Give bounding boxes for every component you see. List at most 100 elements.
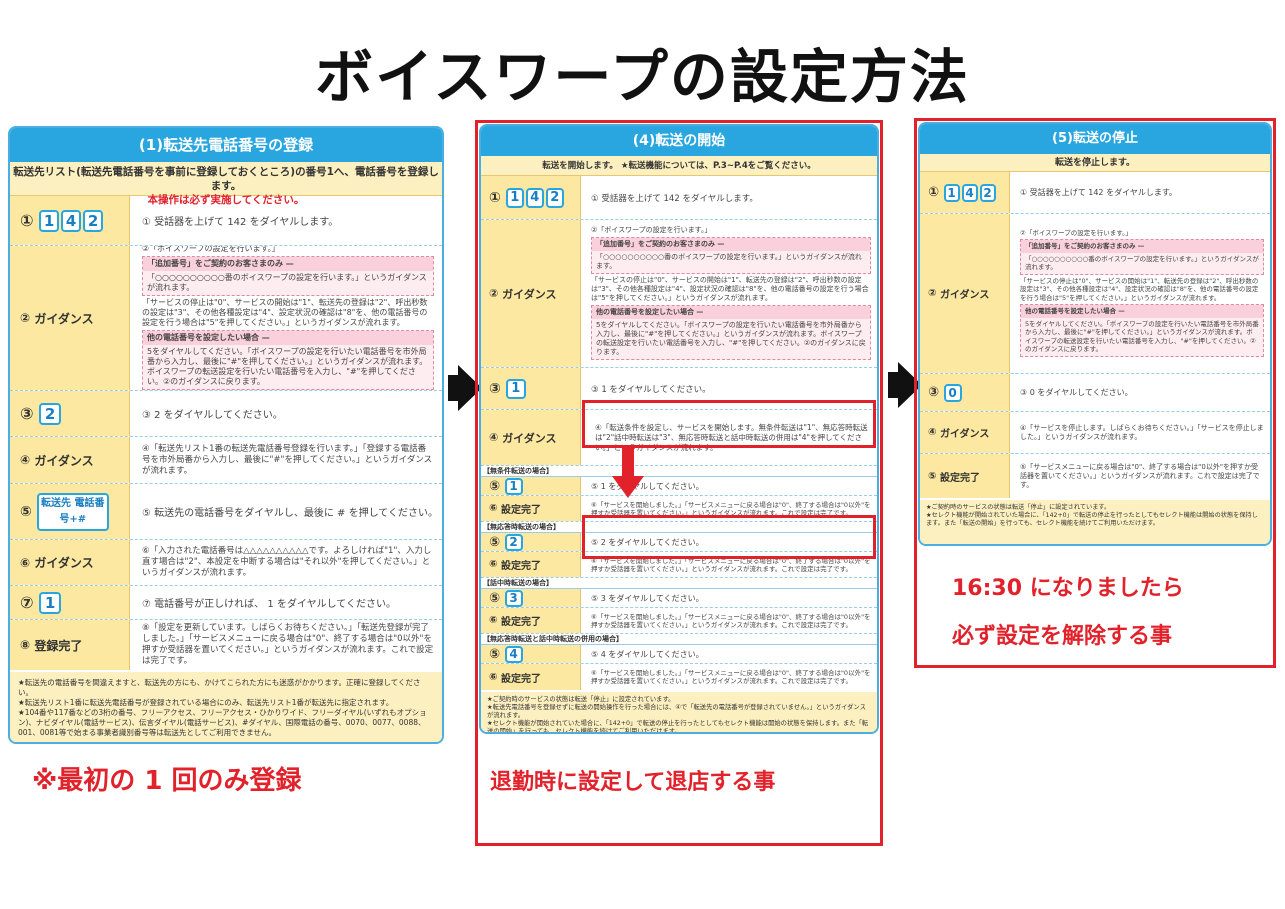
- step-row: ⑧ 登録完了 ⑧「設定を更新しています。しばらくお待ちください。」「転送先登録が…: [10, 620, 442, 670]
- panel-stop-notes: ★ご契約時のサービスの状態は転送「停止」に設定されています。 ★セレクト機能が開…: [920, 500, 1270, 544]
- guidance-text: ②「ボイスワープの設定を行います。」: [1020, 228, 1132, 237]
- guidance-text: ②「ボイスワープの設定を行います。」: [142, 246, 280, 253]
- step-desc: ① 受話器を上げて 142 をダイヤルします。: [591, 193, 758, 204]
- key-1: 1: [505, 187, 524, 208]
- step-number: ④: [928, 427, 937, 438]
- panel-register: (1)転送先電話番号の登録 転送先リスト(転送先電話番号を事前に登録しておくとこ…: [8, 126, 444, 744]
- additional-number-text: 「○○○○○○○○○○番のボイスワープの設定を行います。」というガイダンスが流れ…: [147, 273, 427, 292]
- step-label: 設定完了: [500, 673, 541, 685]
- panel-stop-header: (5)転送の停止: [920, 124, 1270, 154]
- other-number-head: 他の電話番号を設定したい場合 —: [1021, 305, 1263, 318]
- panel-start: (4)転送の開始 転送を開始します。 ★転送機能については、P.3~P.4をご覧…: [479, 124, 879, 734]
- panel-stop-red-frame: [914, 118, 1276, 668]
- panel-register-sub-warning: 本操作は必ず実施してください。: [147, 194, 305, 206]
- note-text: ★104番や117番などの3桁の番号、フリーアクセス、フリーアクセス・ひかりワイ…: [18, 708, 427, 737]
- step-desc: ⑦ 電話番号が正しければ、 1 をダイヤルしてください。: [142, 599, 396, 610]
- step-desc: ④「転送先リスト1番の転送先電話番号登録を行います。」「登録する電話番号を市外局…: [142, 443, 433, 476]
- step-row: ② ガイダンス ②「ボイスワープの設定を行います。」 「追加番号」をご契約のお客…: [481, 220, 877, 368]
- step-number: ⑤: [928, 470, 937, 482]
- note-text: ★転送先の電話番号を間違えますと、転送先の方にも、かけてこられた方にも迷惑がかか…: [18, 678, 421, 697]
- other-number-text: 5をダイヤルしてください。「ボイスワープの設定を行いたい電話番号を市外局番から入…: [147, 347, 428, 386]
- step-number: ⑤: [20, 503, 32, 520]
- panel-start-subheader: 転送を開始します。 ★転送機能については、P.3~P.4をご覧ください。: [481, 156, 877, 176]
- step-row: ⑤ 設定完了 ⑤「サービスメニューに戻る場合は"0"、終了する場合は"0以外"を…: [920, 454, 1270, 498]
- guidance-text: 「サービスの停止は"0"、サービスの開始は"1"、転送先の登録は"2"、呼出秒数…: [142, 298, 428, 327]
- step-label: 設定完了: [500, 561, 541, 572]
- additional-number-head: 「追加番号」をご契約のお客さまのみ —: [1021, 240, 1263, 253]
- step-row: ② ガイダンス ②「ボイスワープの設定を行います。」 「追加番号」をご契約のお客…: [920, 214, 1270, 374]
- step-number: ④: [489, 431, 499, 444]
- step-label: ガイダンス: [939, 290, 990, 301]
- step-desc: ⑥「入力された電話番号は△△△△△△△△△△です。よろしければ"1"、入力し直す…: [142, 546, 432, 578]
- guidance-text: 「サービスの停止は"0"、サービスの開始は"1"、転送先の登録は"2"、呼出秒数…: [591, 275, 869, 302]
- additional-number-box: 「追加番号」をご契約のお客さまのみ — 「○○○○○○○○○○番のボイスワープの…: [1020, 239, 1264, 275]
- highlight-step4-frame: [582, 400, 876, 448]
- step-label: ガイダンス: [502, 431, 557, 445]
- key-2: 2: [979, 183, 996, 202]
- step-desc: ⑥「サービスを開始しました。」「サービスメニューに戻る場合は"0"、終了する場合…: [591, 669, 871, 685]
- additional-number-box: 「追加番号」をご契約のお客さまのみ — 「○○○○○○○○○○番のボイスワープの…: [142, 256, 434, 296]
- step-number: ⑦: [20, 593, 34, 612]
- key-2: 2: [504, 533, 523, 551]
- note-text: ★セレクト機能が開始されていた場合に、「142+0」で転送の停止を行ったとしても…: [926, 512, 1258, 527]
- section-heading: 【無応答時転送と話中時転送の併用の場合】: [481, 634, 877, 645]
- note-text: ★転送先リスト1番に転送先電話番号が登録されている場合にのみ、転送先リスト1番が…: [18, 698, 394, 707]
- other-number-text: 5をダイヤルしてください。「ボイスワープの設定を行いたい電話番号を市外局番から入…: [1025, 319, 1259, 354]
- step-row: ⑥ 設定完了 ⑥「サービスを開始しました。」「サービスメニューに戻る場合は"0"…: [481, 664, 877, 690]
- step-label: 設定完了: [939, 472, 980, 484]
- step-row: ③ 0 ③ 0 をダイヤルしてください。: [920, 374, 1270, 412]
- step-desc: ⑥「サービスを開始しました。」「サービスメニューに戻る場合は"0"、終了する場合…: [591, 612, 871, 629]
- step-desc: ① 受話器を上げて 142 をダイヤルします。: [1020, 188, 1178, 197]
- step-desc: ⑤ 転送先の電話番号をダイヤルし、最後に # を押してください。: [142, 508, 438, 519]
- key-4: 4: [61, 209, 82, 232]
- step-row: ⑥ 設定完了 ⑥「サービスを開始しました。」「サービスメニューに戻る場合は"0"…: [481, 608, 877, 634]
- other-number-head: 他の電話番号を設定したい場合 —: [143, 331, 433, 345]
- note-text: ★転送先電話番号を登録せずに転送の開始操作を行った場合には、④で「転送先の電話番…: [487, 704, 866, 719]
- key-2: 2: [39, 402, 62, 425]
- on-leave-label: 退勤時に設定して退店する事: [490, 770, 776, 795]
- step-number: ③: [489, 380, 501, 397]
- guidance-text: ②「ボイスワープの設定を行います。」: [591, 225, 712, 234]
- step-number: ⑥: [20, 555, 31, 570]
- key-1: 1: [505, 378, 526, 399]
- key-2: 2: [545, 187, 564, 208]
- other-number-box: 他の電話番号を設定したい場合 — 5をダイヤルしてください。「ボイスワープの設定…: [591, 304, 871, 360]
- first-time-only-label: ※最初の 1 回のみ登録: [32, 766, 302, 796]
- step-desc: ⑧「設定を更新しています。しばらくお待ちください。」「転送先登録が完了しました。…: [142, 623, 434, 666]
- step-number: ⑧: [20, 638, 31, 652]
- release-label-line2: 必ず設定を解除する事: [952, 624, 1173, 649]
- step-number: ①: [20, 211, 34, 230]
- step-row: ④ ガイダンス ④「転送先リスト1番の転送先電話番号登録を行います。」「登録する…: [10, 437, 442, 484]
- step-row: ⑤ 転送先 電話番号+# ⑤ 転送先の電話番号をダイヤルし、最後に # を押して…: [10, 484, 442, 540]
- forwarding-number-key: 転送先 電話番号+#: [36, 492, 109, 531]
- additional-number-text: 「○○○○○○○○○○番のボイスワープの設定を行います。」というガイダンスが流れ…: [596, 252, 862, 270]
- step-desc: ④「サービスを停止します。しばらくお待ちください。」「サービスを停止しました。」…: [1020, 423, 1264, 441]
- key-4: 4: [961, 183, 978, 202]
- step-label: ガイダンス: [34, 556, 94, 570]
- step-row: ⑤ 3 ⑤ 3 をダイヤルしてください。: [481, 589, 877, 608]
- step-label: 設定完了: [500, 617, 541, 628]
- step-row: ③ 2 ③ 2 をダイヤルしてください。: [10, 391, 442, 437]
- step-row: ⑤ 4 ⑤ 4 をダイヤルしてください。: [481, 645, 877, 664]
- step-desc: ③ 2 をダイヤルしてください。: [142, 410, 283, 421]
- panel-register-notes: ★転送先の電話番号を間違えますと、転送先の方にも、かけてこられた方にも迷惑がかか…: [10, 672, 442, 742]
- step-number: ④: [20, 453, 31, 467]
- step-row: ⑥ 設定完了 ⑥「サービスを開始しました。」「サービスメニューに戻る場合は"0"…: [481, 496, 877, 522]
- key-1: 1: [504, 477, 523, 495]
- panel-register-sub-text: 転送先リスト(転送先電話番号を事前に登録しておくところ)の番号1へ、電話番号を登…: [13, 166, 439, 192]
- step-label: ガイダンス: [34, 311, 94, 326]
- step-number: ①: [928, 185, 940, 200]
- other-number-box: 他の電話番号を設定したい場合 — 5をダイヤルしてください。「ボイスワープの設定…: [142, 330, 434, 390]
- release-label-line1: 16:30 になりましたら: [952, 576, 1184, 601]
- guidance-text: 「サービスの停止は"0"、サービスの開始は"1"、転送先の登録は"2"、呼出秒数…: [1020, 276, 1259, 302]
- step-desc: ⑤ 3 をダイヤルしてください。: [591, 593, 704, 603]
- note-text: ★ご契約時のサービスの状態は転送「停止」に設定されています。: [926, 504, 1111, 511]
- step-desc: ⑥「サービスを開始しました。」「サービスメニューに戻る場合は"0"、終了する場合…: [591, 556, 871, 573]
- section-heading: 【無応答時転送の場合】: [481, 522, 877, 533]
- other-number-box: 他の電話番号を設定したい場合 — 5をダイヤルしてください。「ボイスワープの設定…: [1020, 304, 1264, 357]
- note-text: ★ご契約時のサービスの状態は転送「停止」に設定されています。: [487, 696, 675, 703]
